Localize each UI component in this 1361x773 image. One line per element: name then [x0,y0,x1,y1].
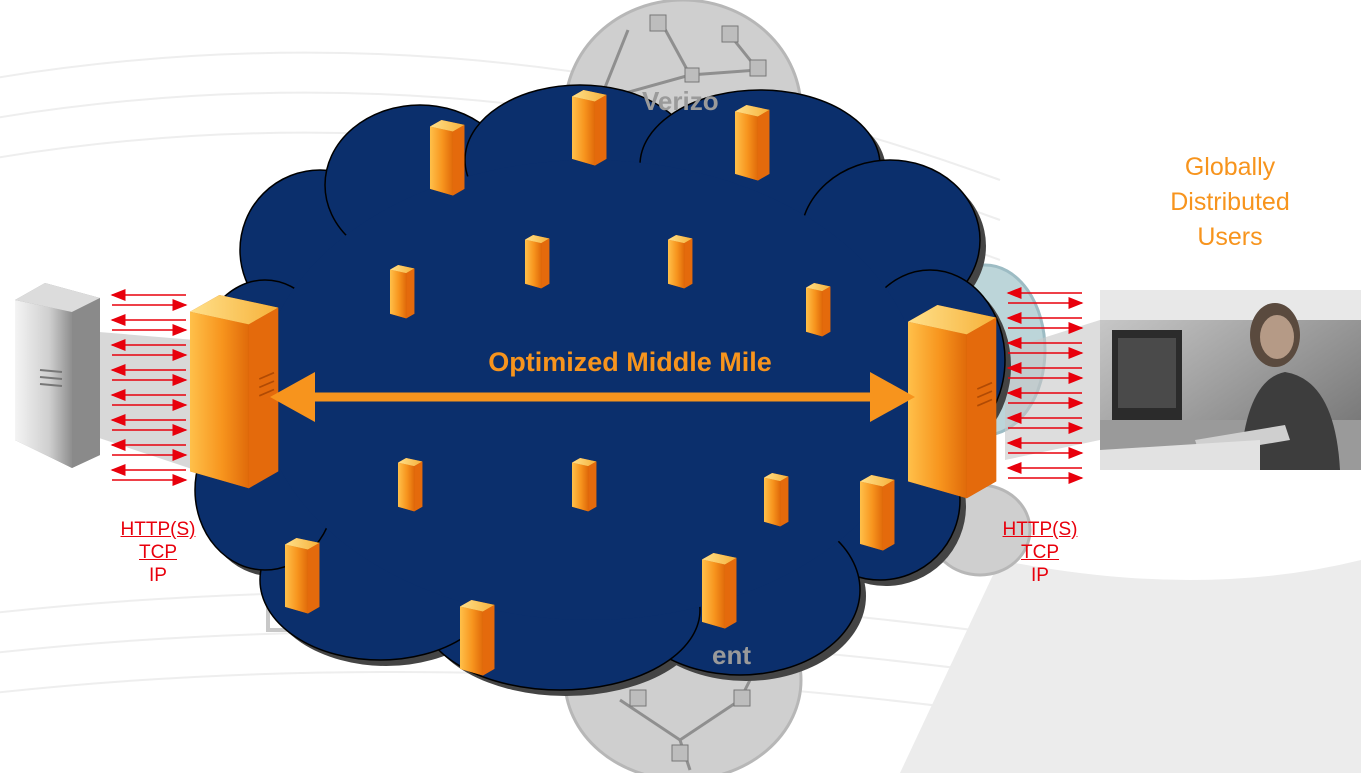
edge-server-icon [702,553,737,629]
edge-server-icon [764,473,789,527]
background-shade [900,560,1361,773]
right-protocol-stack: HTTP(S) TCP IP [980,518,1100,587]
origin-server-icon [15,283,100,468]
edge-server-icon [572,458,597,512]
left-protocol-stack: HTTP(S) TCP IP [98,518,218,587]
protocol-tcp: TCP [139,542,177,563]
user-photo [1100,290,1361,470]
network-label-bottom: ent [712,640,751,670]
left-request-arrows [110,289,188,486]
network-label-top: Verizo [642,86,719,116]
edge-server-icon [668,235,693,289]
protocol-tcp: TCP [1021,542,1059,563]
protocol-ip: IP [1031,565,1049,586]
edge-server-icon [390,265,415,319]
protocol-ip: IP [149,565,167,586]
edge-server-icon [430,120,465,196]
edge-server-icon [908,305,997,499]
edge-server-icon [525,235,550,289]
protocol-http: HTTP(S) [120,519,196,540]
users-label-line: Users [1197,223,1263,251]
right-request-arrows [1006,287,1084,484]
edge-server-icon [806,283,831,337]
protocol-http: HTTP(S) [1002,519,1078,540]
users-label: Globally Distributed Users [1160,150,1300,255]
edge-server-icon [190,295,279,489]
edge-server-icon [860,475,895,551]
edge-server-icon [572,90,607,166]
middle-mile-arrow [270,372,915,422]
edge-server-icon [735,105,770,181]
users-label-line: Distributed [1170,188,1290,216]
connector-shadow [75,330,195,470]
users-label-line: Globally [1184,153,1276,181]
edge-server-icon [398,458,423,512]
edge-server-icon [460,600,495,676]
edge-server-icon [285,538,320,614]
middle-mile-label: Optimized Middle Mile [488,347,772,377]
